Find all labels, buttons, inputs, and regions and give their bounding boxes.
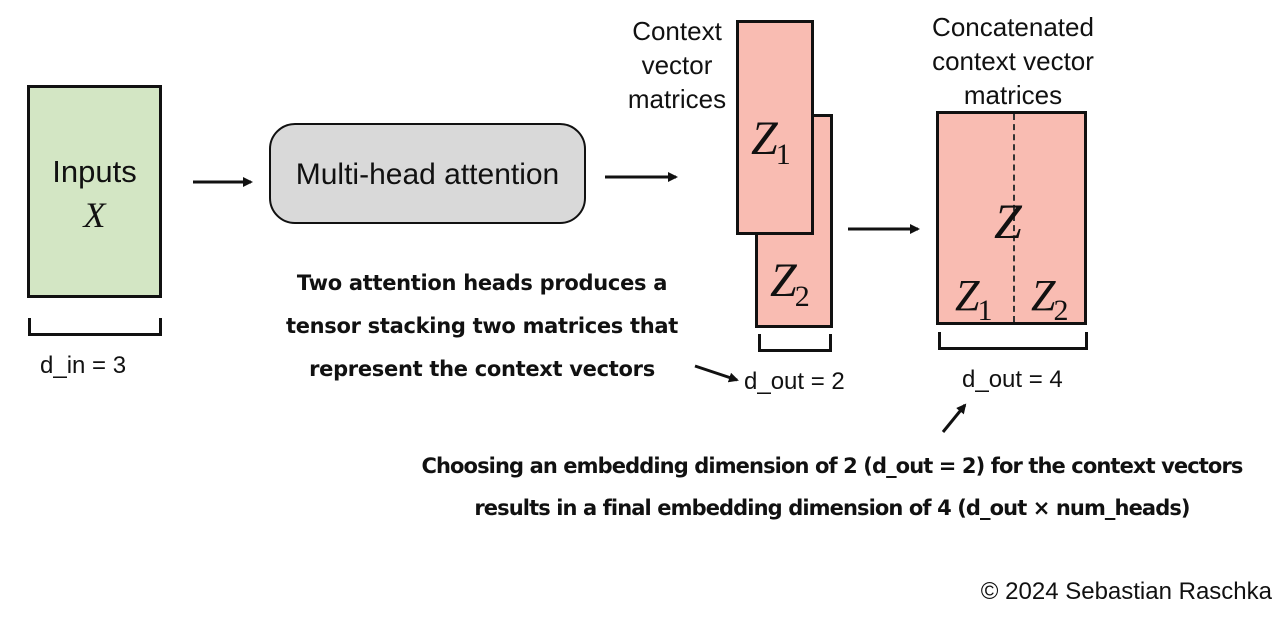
embedding-note: Choosing an embedding dimension of 2 (d_… xyxy=(372,445,1284,529)
concat-z1-symbol: Z1 xyxy=(955,271,993,327)
context-title-line-2: vector xyxy=(641,50,713,80)
heads-note-line-3: represent the context vectors xyxy=(309,357,655,381)
concat-title-line-2: context vector xyxy=(932,46,1094,76)
concat-divider xyxy=(1013,114,1015,322)
heads-note-line-1: Two attention heads produces a xyxy=(296,271,668,295)
inputs-symbol: X xyxy=(83,195,106,235)
inputs-dim-label: d_in = 3 xyxy=(40,352,127,379)
concat-dim-label: d_out = 4 xyxy=(962,366,1063,393)
concat-dim-bracket xyxy=(938,332,1088,350)
z1-matrix: Z1 xyxy=(736,20,814,235)
arrow-note-to-dout2 xyxy=(694,364,739,383)
context-dim-label: d_out = 2 xyxy=(744,368,845,395)
heads-note-line-2: tensor stacking two matrices that xyxy=(285,314,679,338)
heads-note: Two attention heads produces a tensor st… xyxy=(262,262,702,391)
context-title-line-1: Context xyxy=(632,16,722,46)
concatenated-title: Concatenated context vector matrices xyxy=(918,10,1108,112)
concat-z-symbol: Z xyxy=(994,193,1022,249)
z1-symbol: Z1 xyxy=(751,112,791,171)
concat-z2-symbol: Z2 xyxy=(1031,271,1069,327)
z2-symbol: Z2 xyxy=(770,254,810,313)
concat-title-line-1: Concatenated xyxy=(932,12,1094,42)
multi-head-attention-block: Multi-head attention xyxy=(269,123,586,224)
inputs-dim-bracket xyxy=(28,318,162,336)
copyright: © 2024 Sebastian Raschka xyxy=(980,578,1272,605)
embedding-note-line-1: Choosing an embedding dimension of 2 (d_… xyxy=(421,454,1243,478)
inputs-label: Inputs xyxy=(52,154,137,189)
context-matrices-title: Context vector matrices xyxy=(618,14,736,116)
arrow-note-to-dout4 xyxy=(941,403,967,433)
embedding-note-line-2: results in a final embedding dimension o… xyxy=(474,496,1190,520)
inputs-matrix: Inputs X xyxy=(27,85,162,298)
concatenated-matrix: Z Z1 Z2 xyxy=(936,111,1087,327)
context-dim-bracket xyxy=(758,334,832,352)
concat-title-line-3: matrices xyxy=(963,80,1063,110)
context-title-line-3: matrices xyxy=(627,84,727,114)
attention-label: Multi-head attention xyxy=(295,158,560,191)
